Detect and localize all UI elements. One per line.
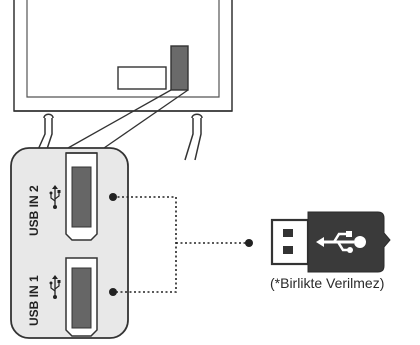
usb-trident-icon [49, 185, 61, 209]
connection-lines [109, 193, 253, 296]
port-label-usb-in-2: USB IN 2 [27, 185, 41, 236]
zoom-lines [67, 89, 189, 149]
usb-port-2 [65, 152, 98, 241]
usb-trident-icon [49, 275, 61, 299]
usb-drive-icon [270, 211, 391, 273]
connector-dot-device [245, 239, 253, 247]
tv-panel-rect [117, 66, 167, 90]
tv-stand [36, 113, 203, 161]
tv-port-area [170, 45, 189, 91]
not-included-caption: (*Birlikte Verilmez) [270, 275, 385, 291]
port-panel [10, 147, 129, 339]
tv-back [13, 0, 233, 112]
port-label-usb-in-1: USB IN 1 [27, 275, 41, 326]
usb-port-1 [65, 257, 98, 337]
